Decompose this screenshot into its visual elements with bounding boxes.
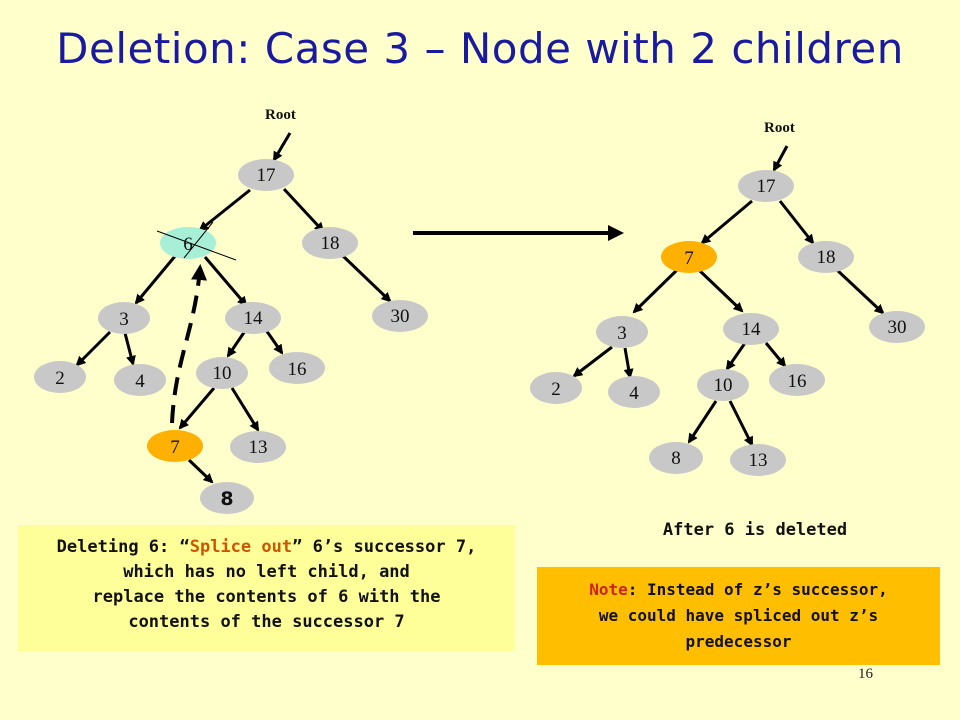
right-root-pointer	[772, 145, 789, 172]
left-root-label: Root	[265, 107, 296, 123]
svg-text:6: 6	[183, 234, 193, 255]
svg-text:16: 16	[288, 359, 307, 380]
left-node-8: 8	[200, 482, 254, 514]
svg-text:17: 17	[257, 165, 276, 186]
left-node-7-successor: 7	[147, 430, 203, 462]
note-line-3: predecessor	[685, 632, 792, 651]
strike-line	[156, 230, 237, 261]
note-box: Note: Instead of z’s successor, we could…	[537, 567, 940, 665]
left-node-13: 13	[230, 431, 286, 463]
right-node-2: 2	[530, 372, 582, 404]
svg-text:7: 7	[170, 437, 180, 458]
left-root-pointer	[272, 132, 292, 162]
left-tree-edges	[75, 187, 392, 484]
svg-text:16: 16	[788, 371, 807, 392]
left-node-2: 2	[34, 361, 86, 393]
explanation-line-4: contents of the successor 7	[128, 612, 405, 632]
right-node-4: 4	[608, 376, 660, 408]
right-root-label: Root	[764, 120, 795, 136]
svg-text:10: 10	[213, 363, 232, 384]
left-tree: Root 17 6	[34, 107, 428, 514]
svg-text:14: 14	[742, 319, 762, 340]
note-line-1: Note: Instead of z’s successor,	[589, 580, 888, 599]
right-node-18: 18	[798, 241, 854, 273]
svg-text:13: 13	[249, 437, 268, 458]
right-node-17: 17	[738, 170, 794, 202]
svg-text:4: 4	[135, 371, 145, 392]
slide-title: Deletion: Case 3 – Node with 2 children	[56, 24, 904, 73]
svg-text:30: 30	[391, 306, 410, 327]
svg-text:2: 2	[551, 379, 561, 400]
page-number: 16	[858, 666, 873, 682]
left-node-30: 30	[372, 300, 428, 332]
after-deletion-caption: After 6 is deleted	[662, 520, 848, 540]
right-node-3: 3	[596, 316, 648, 348]
left-node-14: 14	[225, 302, 281, 334]
left-node-17: 17	[238, 159, 294, 191]
left-node-10: 10	[196, 357, 248, 389]
svg-text:18: 18	[817, 247, 836, 268]
svg-text:4: 4	[629, 383, 639, 404]
explanation-line-1: Deleting 6: “Splice out” 6’s successor 7…	[56, 537, 477, 557]
note-line-2: we could have spliced out z’s	[598, 606, 879, 625]
splice-dashed-arrow	[170, 264, 208, 424]
explanation-line-3: replace the contents of 6 with the	[92, 587, 441, 607]
note-label: Note	[589, 580, 628, 599]
right-node-10: 10	[697, 369, 749, 401]
right-node-14: 14	[723, 313, 779, 345]
strike-line	[183, 221, 214, 259]
svg-text:2: 2	[55, 368, 65, 389]
right-node-30: 30	[869, 311, 925, 343]
svg-text:8: 8	[671, 448, 681, 469]
left-node-3: 3	[98, 302, 150, 334]
svg-text:17: 17	[757, 176, 776, 197]
svg-text:13: 13	[749, 450, 768, 471]
svg-text:14: 14	[244, 308, 264, 329]
left-node-18: 18	[302, 227, 358, 259]
right-node-16: 16	[769, 364, 825, 396]
svg-text:8: 8	[220, 488, 233, 510]
svg-text:30: 30	[888, 317, 907, 338]
splice-out-phrase: Splice out	[189, 537, 293, 557]
right-node-7-replaced: 7	[661, 241, 717, 273]
right-node-8: 8	[649, 442, 703, 474]
svg-text:10: 10	[714, 375, 733, 396]
svg-text:7: 7	[684, 248, 694, 269]
right-tree: Root 17 7 18 3	[530, 120, 925, 476]
left-node-16: 16	[269, 352, 325, 384]
right-node-13: 13	[730, 444, 786, 476]
left-node-6-deleted: 6	[156, 221, 237, 261]
explanation-line-2: which has no left child, and	[123, 562, 410, 582]
right-tree-edges	[572, 199, 885, 447]
left-node-4: 4	[114, 364, 166, 396]
explanation-box: Deleting 6: “Splice out” 6’s successor 7…	[18, 525, 515, 651]
svg-text:18: 18	[321, 233, 340, 254]
svg-text:3: 3	[617, 323, 627, 344]
svg-text:3: 3	[119, 309, 129, 330]
